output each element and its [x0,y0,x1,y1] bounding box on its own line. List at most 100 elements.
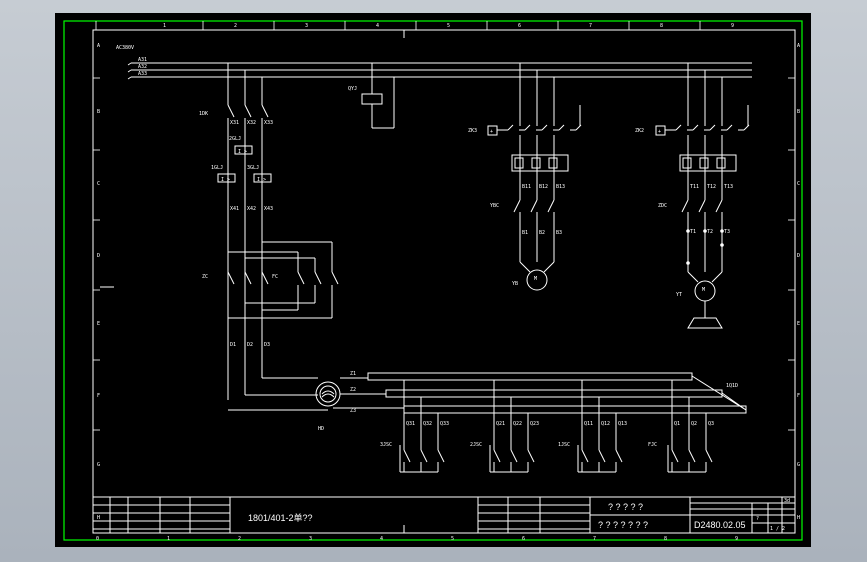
grid-bottom-2: 2 [238,536,241,542]
t3-label: T3 [724,229,730,235]
grid-top-1: 1 [163,23,166,29]
g4-sub-2: Q2 [691,421,697,427]
d1-label: X31 [230,120,239,126]
grid-right-A: A [797,43,800,49]
x41-label: X41 [230,206,239,212]
gj2-symbol: I > [238,149,247,155]
mark-value: 3d [784,498,790,504]
fc-label: FC [272,274,278,280]
g1-sub-2: Q32 [423,421,432,427]
t1-label: T1 [690,229,696,235]
t13-label: T13 [724,184,733,190]
bus-label: 1Q1D [726,383,738,389]
zk2-sym: + [658,129,661,135]
grid-right-F: F [797,393,800,399]
grid-left-F: F [97,393,100,399]
grid-bottom-1: 1 [167,536,170,542]
t11-label: T11 [690,184,699,190]
z3-label: Z3 [350,408,356,414]
grid-left-G: G [97,462,100,468]
ybc-circuit: ZK3 + B11 B12 B13 YBC B1 B2 B3 M YB [468,63,582,291]
grid-right-D: D [797,253,800,259]
gj3-symbol: I > [257,177,266,183]
b1-label: B1 [522,230,528,236]
hd-label: HD [318,426,324,432]
g2-sub-2: Q22 [513,421,522,427]
grid-top-6: 6 [518,23,521,29]
grid-right-C: C [797,181,800,187]
qyj-relay: QYJ [348,63,395,129]
grid-right-B: B [797,109,800,115]
grid-top-7: 7 [589,23,592,29]
g3-sub-3: Q13 [618,421,627,427]
drawing-background [55,13,811,547]
phase-a: A31 [138,57,147,63]
zdc-label: ZDC [658,203,667,209]
x42-label: X42 [247,206,256,212]
drawing-number: D2480.02.05 [694,520,746,530]
ybc-label: YBC [490,203,499,209]
gj1-label: 1GLJ [211,165,223,171]
grid-top-8: 8 [660,23,663,29]
grid-left-E: E [97,321,100,327]
zk3-sym: + [490,129,493,135]
zdc-circuit: ZK2 + T11 T12 T13 ZDC T1 T2 T3 [635,63,750,329]
zc-label: ZC [202,274,208,280]
yb-motor-sym: M [534,276,537,282]
supply-label: AC380V [116,45,134,51]
branch-contactors: Q31 Q32 Q33 3JSC Q21 Q22 Q23 2JSC Q11 Q12 Q13 1JSC Q… [380,380,714,473]
supply-bus: AC380V A31 A32 A33 [116,45,752,80]
g1-label: 3JSC [380,442,392,448]
grid-left-B: B [97,109,100,115]
b2-label: B2 [539,230,545,236]
grid-right-H: H [797,515,800,521]
g2-sub-1: Q21 [496,421,505,427]
grid-right-G: G [797,462,800,468]
zk3-label: ZK3 [468,128,477,134]
grid-left-C: C [97,181,100,187]
g3-label: 1JSC [558,442,570,448]
b12-label: B12 [539,184,548,190]
qyj-label: QYJ [348,86,357,92]
grid-bottom-9: 9 [735,536,738,542]
g3-sub-2: Q12 [601,421,610,427]
g3-sub-1: Q11 [584,421,593,427]
drawing-border [92,29,796,534]
grid-left-H: H [97,515,100,521]
g4-label: FJC [648,442,657,448]
g2-sub-3: Q23 [530,421,539,427]
grid-top-5: 5 [447,23,450,29]
main-feeder: 1DK X31 X32 X33 2GLJ I > 1GLJ I > 3GLJ I… [199,63,404,432]
gj2-label: 2GLJ [229,136,241,142]
o2-label: D2 [247,342,253,348]
g2-label: 2JSC [470,442,482,448]
drawing-frame [63,20,803,541]
yb-label: YB [512,281,518,287]
g1-sub-1: Q31 [406,421,415,427]
grid-right-E: E [797,321,800,327]
d2-label: X32 [247,120,256,126]
o1-label: D1 [230,342,236,348]
title-block: 1801/401-2单?? ? ? ? ? ? ? ? ? ? ? ? ? D2… [93,496,795,533]
grid-bottom-4: 4 [380,536,383,542]
yt-motor-sym: M [702,287,705,293]
company-name: ? ? ? ? ? [608,502,643,512]
g1-sub-3: Q33 [440,421,449,427]
drawing-subtitle: ? ? ? ? ? ? ? [598,520,648,530]
grid-bottom-6: 6 [522,536,525,542]
grid-top-3: 3 [305,23,308,29]
grid-bottom-8: 8 [664,536,667,542]
z2-label: Z2 [350,387,356,393]
grid-top-9: 9 [731,23,734,29]
t2-label: T2 [707,229,713,235]
g4-sub-3: Q3 [708,421,714,427]
x43-label: X43 [264,206,273,212]
o3-label: D3 [264,342,270,348]
grid-bottom-5: 5 [451,536,454,542]
sheet-count: 1 / 2 [770,526,785,532]
gj3-label: 3GLJ [247,165,259,171]
b11-label: B11 [522,184,531,190]
